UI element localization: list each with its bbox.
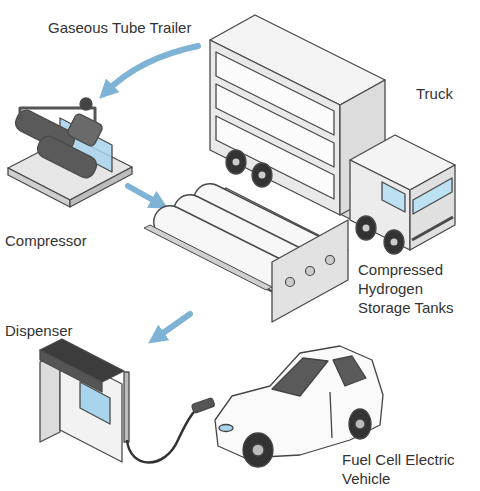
- gas-tube: [216, 116, 334, 199]
- flow-arrow: [106, 46, 198, 92]
- tank-valve: [286, 278, 295, 287]
- wheel: [243, 433, 273, 467]
- wheel: [226, 150, 246, 174]
- compressor: [8, 98, 132, 207]
- dispenser-cap-side: [40, 350, 102, 392]
- gas-tube: [216, 52, 334, 199]
- compressor-gauge: [80, 98, 92, 110]
- component-label: Compressed Hydrogen Storage Tanks: [358, 260, 473, 317]
- dispenser-hose: [127, 410, 196, 463]
- wheel: [384, 230, 404, 254]
- tank-valve: [326, 256, 335, 265]
- tank-cylinder: [170, 200, 330, 282]
- cab-window: [382, 182, 405, 212]
- tank-rail: [144, 225, 272, 290]
- headlight: [219, 425, 233, 432]
- compressor-base-edge: [8, 168, 70, 207]
- vehicle: [215, 346, 383, 467]
- wheel-hub: [252, 444, 264, 456]
- wheel-hub: [363, 225, 370, 232]
- tank-end-plate: [272, 220, 348, 322]
- dispenser: [40, 339, 215, 463]
- tank-valve: [306, 267, 315, 276]
- vehicle-door: [330, 392, 332, 438]
- wheel: [349, 409, 371, 439]
- windshield: [413, 178, 452, 214]
- cab-front: [410, 165, 455, 250]
- storage-tanks: [144, 188, 348, 322]
- dispenser-screen: [80, 382, 110, 424]
- component-label: Gaseous Tube Trailer: [48, 18, 218, 37]
- vehicle-window: [333, 356, 366, 386]
- compressor-motor: [66, 112, 104, 147]
- flow-arrow: [128, 186, 160, 204]
- flow-arrow: [106, 46, 198, 338]
- component-label: Compressor: [5, 231, 125, 250]
- wheel-hub: [233, 159, 240, 166]
- vehicle-body: [215, 346, 383, 458]
- wheel-hub: [391, 239, 398, 246]
- wheel: [356, 216, 376, 240]
- windshield: [272, 358, 328, 396]
- dispenser-pipe: [124, 372, 129, 442]
- flow-arrow: [156, 314, 190, 338]
- wheel-hub: [259, 172, 266, 179]
- tank-valve: [286, 256, 335, 287]
- bumper: [412, 217, 453, 240]
- component-label: Truck: [416, 84, 476, 103]
- wheel: [252, 163, 272, 187]
- wheel-hub: [355, 419, 365, 429]
- component-label: Dispenser: [5, 321, 105, 340]
- trailer-side: [210, 40, 340, 215]
- component-label: Fuel Cell Electric Vehicle: [342, 450, 472, 488]
- dispenser-nozzle: [191, 397, 215, 413]
